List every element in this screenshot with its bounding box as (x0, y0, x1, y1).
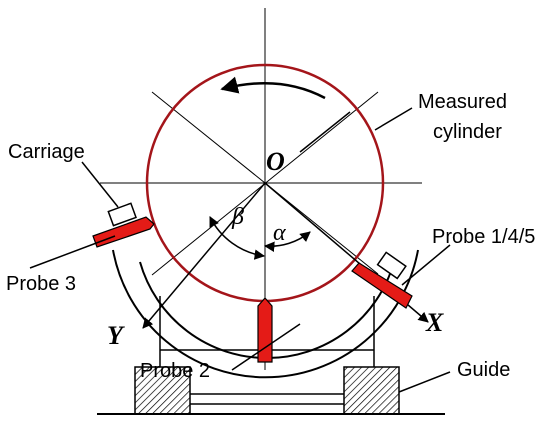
carriage-block-left (107, 202, 137, 227)
label-probe-145: Probe 1/4/5 (432, 226, 535, 248)
probe-3 (92, 216, 155, 248)
label-measured: Measured (418, 91, 507, 113)
carriage-leader (81, 161, 119, 208)
guide-block-right (343, 366, 400, 415)
rotation-arrow (220, 76, 326, 100)
carriage-arc-outer (112, 249, 419, 379)
probe145-leader (401, 244, 451, 286)
label-carriage: Carriage (8, 141, 85, 163)
probe-2 (257, 297, 273, 363)
beta-angle-arc (209, 216, 266, 260)
alpha-angle-arc (263, 231, 311, 253)
guide-leader (398, 371, 451, 393)
label-probe-2: Probe 2 (140, 360, 210, 382)
symbol-center-o: O (266, 147, 285, 176)
guide-block-left (134, 366, 191, 415)
symbol-beta: β (231, 204, 244, 230)
carriage-block-right (376, 251, 407, 280)
probe3-leader (29, 235, 116, 269)
label-probe-3: Probe 3 (6, 273, 76, 295)
symbol-x-axis: X (425, 308, 444, 337)
measured-leader-2 (374, 107, 413, 131)
symbol-y-axis: Y (107, 321, 125, 350)
label-guide: Guide (457, 359, 510, 381)
y-axis-arrow (142, 182, 266, 329)
measured-leader (299, 111, 351, 153)
probe2-leader (231, 323, 301, 371)
label-cylinder: cylinder (433, 121, 502, 143)
symbol-alpha: α (273, 220, 286, 246)
probe-145 (351, 262, 413, 309)
